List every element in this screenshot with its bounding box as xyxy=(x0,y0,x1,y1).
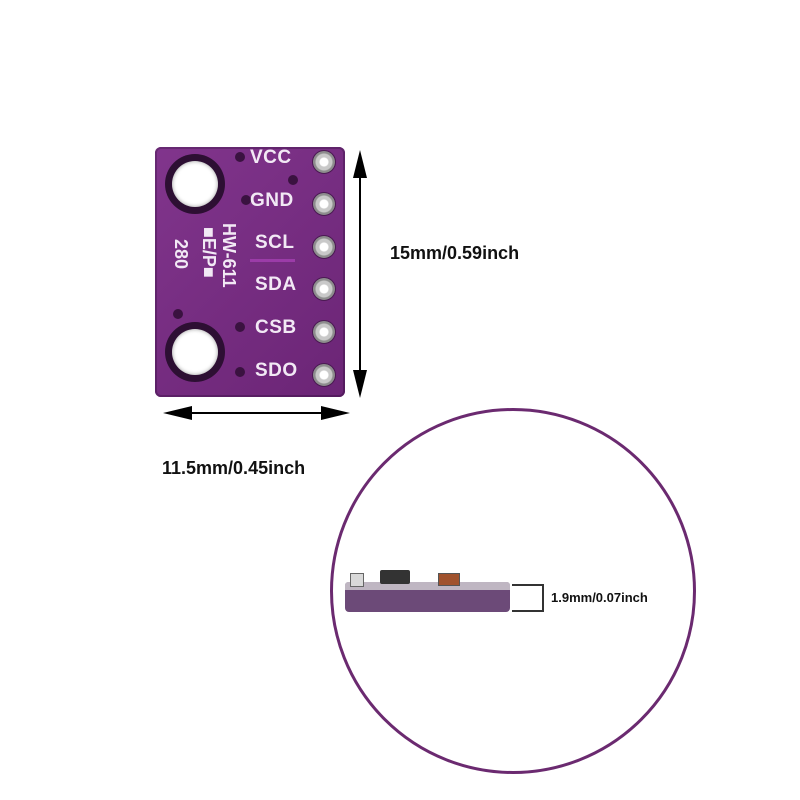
pin-label-sda: SDA xyxy=(255,274,297,295)
width-arrow xyxy=(163,406,350,420)
pin-pad-scl xyxy=(312,235,336,259)
thickness-bracket xyxy=(512,584,544,612)
width-dimension-label: 11.5mm/0.45inch xyxy=(162,458,306,478)
via xyxy=(235,322,245,332)
pcb-trace xyxy=(250,259,295,262)
via xyxy=(235,367,245,377)
pin-label-sdo: SDO xyxy=(255,360,298,381)
pin-label-vcc: VCC xyxy=(250,147,292,168)
pin-label-csb: CSB xyxy=(255,317,297,338)
pin-label-scl: SCL xyxy=(255,232,295,253)
thickness-dimension-label: 1.9mm/0.07inch xyxy=(551,590,648,605)
side-view-capacitor xyxy=(438,573,460,586)
height-dimension-label: 15mm/0.59inch xyxy=(390,243,520,263)
side-view-pin xyxy=(350,573,364,587)
pin-pad-vcc xyxy=(312,150,336,174)
side-view-board-edge xyxy=(345,582,510,590)
via xyxy=(241,195,251,205)
pin-pad-gnd xyxy=(312,192,336,216)
mounting-hole-top-opening xyxy=(172,161,218,207)
via xyxy=(235,152,245,162)
mounting-hole-top xyxy=(165,154,225,214)
pin-pad-csb xyxy=(312,320,336,344)
pin-pad-sda xyxy=(312,277,336,301)
mounting-hole-bottom-opening xyxy=(172,329,218,375)
side-view-sensor-chip xyxy=(380,570,410,584)
via xyxy=(173,309,183,319)
pin-pad-sdo xyxy=(312,363,336,387)
pin-label-gnd: GND xyxy=(250,190,294,211)
via xyxy=(288,175,298,185)
height-arrow xyxy=(353,150,367,398)
side-view-board xyxy=(345,582,510,612)
sensor-board: HW-611 ■E/P■ 280 VCC GND SCL SDA CSB SDO xyxy=(155,147,345,397)
mounting-hole-bottom xyxy=(165,322,225,382)
